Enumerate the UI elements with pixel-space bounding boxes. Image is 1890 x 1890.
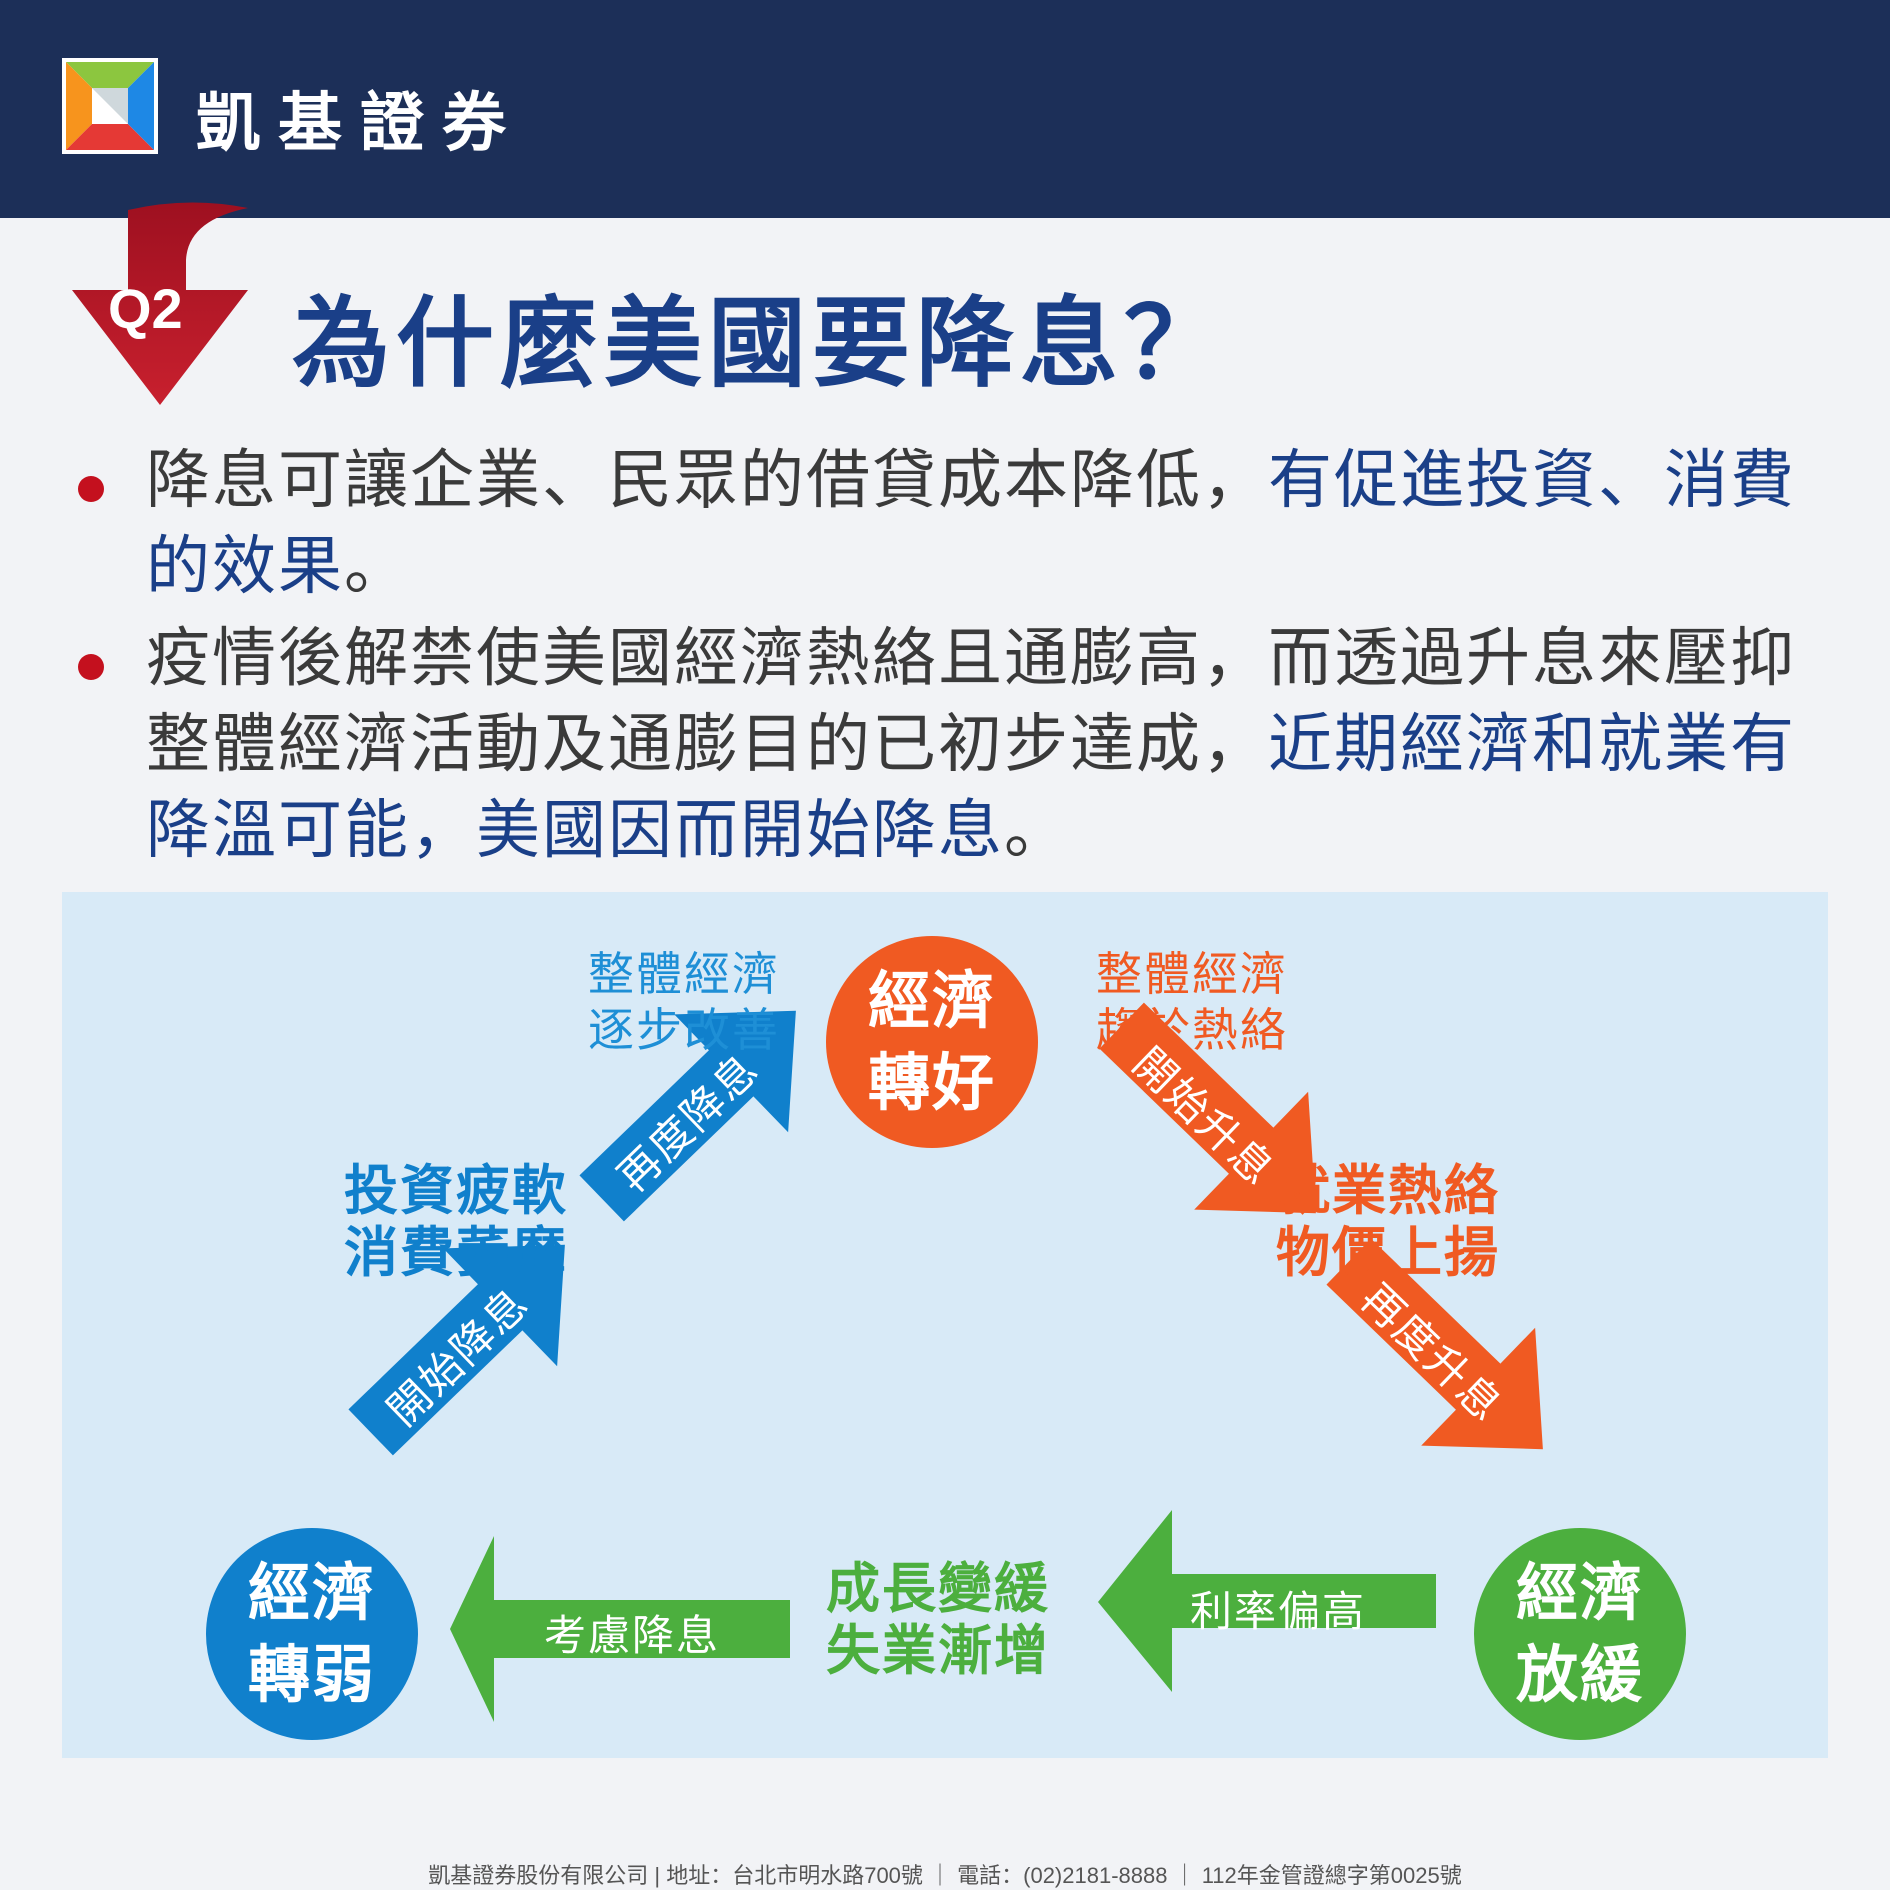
arrow-down-1 — [1099, 1002, 1316, 1214]
arrow-up-1 — [348, 1244, 565, 1456]
q-badge-label: Q2 — [108, 277, 183, 340]
note-top-right: 整體經濟趨於熱絡 — [1096, 947, 1288, 1057]
bullet-text: 降息可讓企業、民眾的借貸成本降低， — [146, 444, 1268, 518]
node-economy-slowing: 經濟 放緩 — [1474, 1528, 1686, 1740]
page-title: 為什麼美國要降息？ — [292, 287, 1229, 401]
economic-cycle-diagram: 經濟 轉好 經濟 放緩 經濟 轉弱 整體經濟逐步改善 整體經濟趨於熱絡 投資疲軟… — [62, 892, 1828, 1758]
bullet-highlight: 有促進投資、消費的效果 — [146, 444, 1796, 604]
arrow-label-left-1: 利率偏高 — [1190, 1587, 1367, 1636]
bullet-tail: 。 — [1004, 794, 1070, 868]
bullet-list: 降息可讓企業、民眾的借貸成本降低，有促進投資、消費的效果。 疫情後解禁使美國經濟… — [70, 438, 1830, 880]
header-bar: 凱基證券 — [0, 0, 1890, 218]
bullet-item: 疫情後解禁使美國經濟熱絡且通膨高，而透過升息來壓抑整體經濟活動及通膨目的已初步達… — [70, 616, 1830, 874]
bullet-tail: 。 — [344, 530, 410, 604]
note-mid-right: 就業熱絡物價上揚 — [1276, 1159, 1500, 1284]
note-top-left: 整體經濟逐步改善 — [588, 947, 780, 1057]
kgi-logo-icon — [62, 58, 158, 154]
arrow-down-2 — [1326, 1238, 1543, 1450]
bullet-dot-icon — [78, 654, 104, 680]
bullet-highlight: 近期經濟和就業有降溫可能，美國因而開始降息 — [146, 708, 1796, 868]
arrow-up-2 — [579, 1010, 796, 1222]
cycle-arrows — [348, 1002, 1543, 1722]
note-bottom: 成長變緩失業漸增 — [826, 1557, 1050, 1682]
node-economy-improving: 經濟 轉好 — [826, 936, 1038, 1148]
bullet-dot-icon — [78, 476, 104, 502]
arrow-label-left-2: 考慮降息 — [544, 1611, 721, 1660]
note-mid-left: 投資疲軟消費萎靡 — [344, 1159, 568, 1284]
node-economy-weakening: 經濟 轉弱 — [206, 1528, 418, 1740]
brand-name: 凱基證券 — [196, 87, 524, 161]
arrow-left-1 — [1098, 1510, 1436, 1692]
q-badge-arrow-icon — [72, 202, 248, 405]
footer: 凱基證券股份有限公司 | 地址：台北市明水路700號 ｜ 電話：(02)2181… — [428, 1863, 1462, 1888]
bullet-item: 降息可讓企業、民眾的借貸成本降低，有促進投資、消費的效果。 — [70, 438, 1830, 610]
bullet-text: 疫情後解禁使美國經濟熱絡且通膨高，而透過升息來壓抑整體經濟活動及通膨目的已初步達… — [146, 622, 1796, 782]
